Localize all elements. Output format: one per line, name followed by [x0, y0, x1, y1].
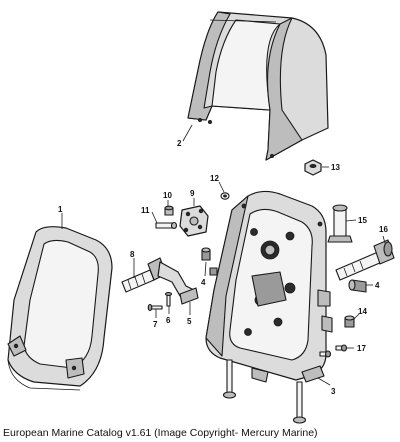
part-5-elbow-bracket[interactable] — [157, 261, 199, 305]
part-13-nut[interactable] — [304, 159, 322, 176]
callout-16: 16 — [379, 225, 388, 234]
part-12-washer[interactable] — [220, 192, 230, 200]
small-nut-near-4[interactable] — [209, 267, 218, 276]
part-9-connector-block[interactable] — [179, 205, 209, 237]
part-17-screw[interactable] — [335, 344, 348, 352]
leader-lines — [61, 124, 386, 386]
callout-4-right: 4 — [375, 281, 380, 290]
callout-15: 15 — [358, 216, 367, 225]
part-4-sleeve-right[interactable] — [348, 279, 367, 293]
callout-14: 14 — [358, 307, 367, 316]
callout-13: 13 — [331, 163, 340, 172]
part-1-bumper-frame[interactable] — [7, 226, 113, 391]
callout-9: 9 — [190, 189, 195, 198]
callout-2: 2 — [177, 139, 182, 148]
long-bolt-left[interactable] — [222, 359, 237, 399]
part-4-sleeve-left[interactable] — [201, 247, 211, 261]
callout-8: 8 — [130, 250, 135, 259]
callout-12: 12 — [210, 174, 219, 183]
callout-5: 5 — [187, 317, 192, 326]
callout-labels: 1 2 3 4 4 5 6 7 8 9 10 11 12 13 14 15 16… — [58, 139, 388, 396]
part-15-pivot-pin[interactable] — [327, 204, 353, 243]
part-11-pin[interactable] — [155, 221, 178, 230]
callout-7: 7 — [153, 320, 158, 329]
part-2-top-cover[interactable] — [187, 11, 329, 161]
part-14-plug[interactable] — [344, 315, 355, 328]
part-16-threaded-fitting[interactable] — [335, 239, 395, 281]
callout-3: 3 — [331, 387, 336, 396]
callout-6: 6 — [166, 316, 171, 325]
callout-10: 10 — [163, 191, 172, 200]
image-caption: European Marine Catalog v1.61 (Image Cop… — [3, 427, 318, 439]
callout-17: 17 — [357, 344, 366, 353]
part-3-main-bracket[interactable] — [205, 190, 333, 383]
callout-11: 11 — [141, 206, 150, 215]
part-7-screw[interactable] — [147, 303, 163, 312]
part-10-fitting[interactable] — [164, 205, 174, 216]
part-6-screw[interactable] — [164, 291, 173, 307]
callout-4-left: 4 — [201, 278, 206, 287]
long-bolt-right[interactable] — [292, 381, 307, 424]
callout-1: 1 — [58, 205, 63, 214]
screw-near-17[interactable] — [319, 350, 332, 358]
